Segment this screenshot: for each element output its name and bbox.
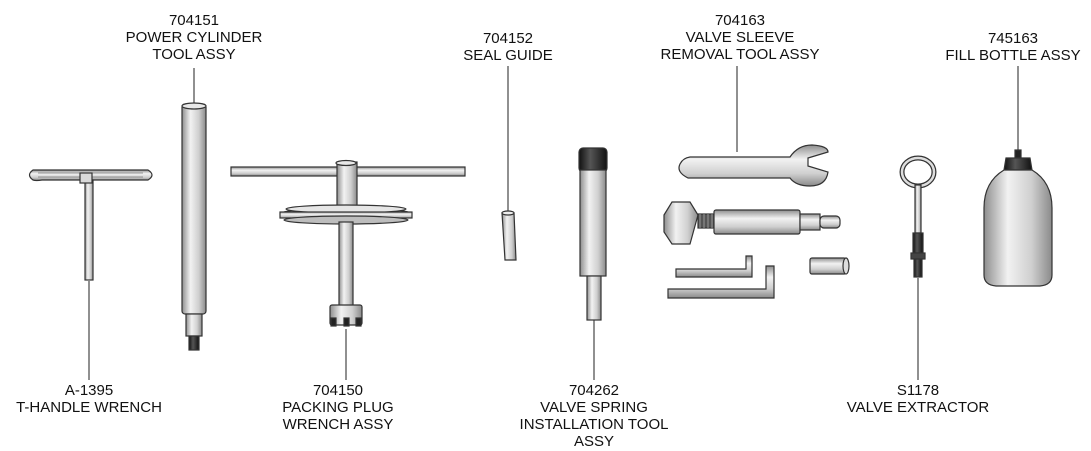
tool-name-line: REMOVAL TOOL ASSY bbox=[660, 46, 820, 63]
tool-name-line: TOOL ASSY bbox=[152, 46, 236, 63]
label-a1395: A-1395 T-HANDLE WRENCH bbox=[16, 382, 162, 416]
valve-spring-installation-tool-illustration bbox=[578, 147, 608, 321]
part-number: 745163 bbox=[987, 30, 1039, 47]
label-s1178: S1178 VALVE EXTRACTOR bbox=[847, 382, 990, 416]
tool-name-line: FILL BOTTLE ASSY bbox=[945, 47, 1081, 64]
label-704150: 704150 PACKING PLUG WRENCH ASSY bbox=[282, 382, 393, 433]
part-number: 704163 bbox=[714, 12, 766, 29]
tool-name-line: VALVE SPRING bbox=[540, 399, 648, 416]
tool-name-line: POWER CYLINDER bbox=[125, 29, 263, 46]
power-cylinder-tool-illustration bbox=[181, 102, 207, 351]
part-number: A-1395 bbox=[64, 382, 114, 399]
tool-name-line: ASSY bbox=[573, 433, 615, 450]
label-704151: 704151 POWER CYLINDER TOOL ASSY bbox=[126, 12, 263, 63]
part-number: 704152 bbox=[482, 30, 534, 47]
tool-name-line: WRENCH ASSY bbox=[282, 416, 394, 433]
label-704163: 704163 VALVE SLEEVE REMOVAL TOOL ASSY bbox=[661, 12, 820, 63]
valve-sleeve-removal-tool-illustration bbox=[663, 144, 850, 299]
t-handle-wrench-illustration bbox=[28, 169, 153, 281]
tool-name-line: VALVE SLEEVE bbox=[685, 29, 795, 46]
label-704152: 704152 SEAL GUIDE bbox=[463, 30, 552, 64]
part-number: 704262 bbox=[568, 382, 620, 399]
tool-name-line: SEAL GUIDE bbox=[463, 47, 553, 64]
valve-extractor-illustration bbox=[899, 155, 937, 278]
part-number: S1178 bbox=[896, 382, 940, 399]
part-number: 704151 bbox=[168, 12, 220, 29]
tool-name-line: PACKING PLUG bbox=[282, 399, 394, 416]
seal-guide-illustration bbox=[501, 210, 517, 261]
tool-name-line: INSTALLATION TOOL bbox=[519, 416, 669, 433]
tool-name-line: VALVE EXTRACTOR bbox=[846, 399, 990, 416]
tool-name-line: T-HANDLE WRENCH bbox=[16, 399, 162, 416]
packing-plug-wrench-illustration bbox=[230, 159, 466, 327]
part-number: 704150 bbox=[312, 382, 364, 399]
fill-bottle-illustration bbox=[983, 149, 1053, 287]
label-745163: 745163 FILL BOTTLE ASSY bbox=[945, 30, 1080, 64]
label-704262: 704262 VALVE SPRING INSTALLATION TOOL AS… bbox=[520, 382, 669, 450]
leader-lines bbox=[88, 66, 1019, 380]
